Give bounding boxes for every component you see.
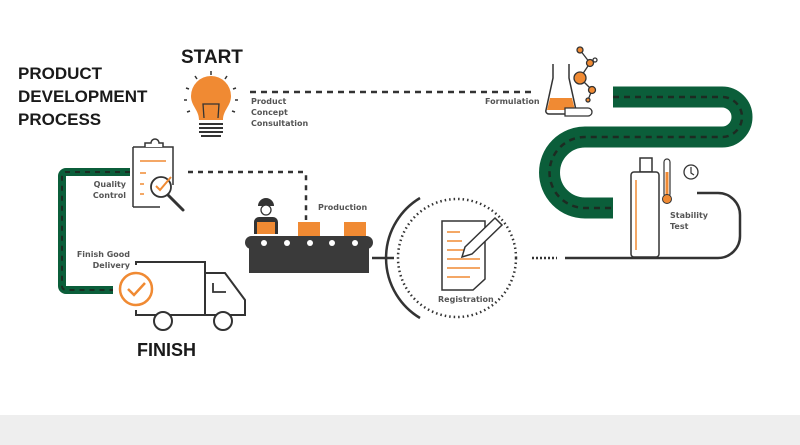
delivery-label-2: Delivery [93,261,131,270]
registration-label: Registration [438,295,494,304]
footer-bar [0,415,800,445]
diagram-title: PRODUCT DEVELOPMENT PROCESS [18,64,148,129]
thermometer-icon [662,158,672,204]
document-pen-icon [441,216,504,291]
quality-label-2: Control [93,191,126,200]
green-track-right [539,86,753,219]
delivery-label-1: Finish Good [77,250,130,259]
concept-label-1: Product [251,97,286,106]
quality-label-1: Quality [94,180,127,189]
stability-label-1: Stability [670,211,709,220]
worker-icon [254,198,278,234]
check-circle-icon [118,271,154,307]
clock-icon [683,164,699,180]
registration-circle [384,196,518,320]
flask-icon [545,46,598,117]
stability-label-2: Test [670,222,689,231]
title-line-2: DEVELOPMENT [18,87,148,106]
box-icon [344,222,366,236]
conveyor-icon [245,222,373,273]
title-line-1: PRODUCT [18,64,103,83]
title-line-3: PROCESS [18,110,101,129]
finish-label: FINISH [137,340,196,360]
connector-quality-production [188,170,308,220]
concept-label-2: Concept [251,108,288,117]
box-icon [298,222,320,236]
connector-stability [565,191,742,260]
green-track-left [58,168,130,294]
formulation-label: Formulation [485,97,540,106]
bottle-icon [630,157,660,258]
start-label: START [181,47,243,68]
lightbulb-icon [184,71,238,137]
production-label: Production [318,203,368,212]
concept-label-3: Consultation [251,119,309,128]
clipboard-magnifier-icon [132,138,185,212]
truck-icon [135,261,246,331]
